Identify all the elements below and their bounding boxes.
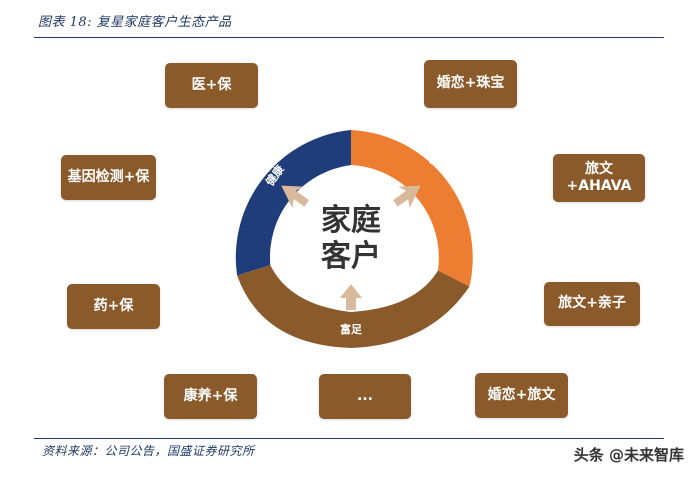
figure-title: 图表 18: 复星家庭客户生态产品 — [38, 15, 232, 30]
bottom-rule — [34, 438, 664, 439]
product-box-medicine-insurance: 药+保 — [67, 284, 160, 329]
watermark: 头条 @未来智库 — [573, 446, 684, 464]
top-rule — [34, 37, 664, 38]
ring-label-wealth: 富足 — [340, 322, 363, 336]
product-box-elderly-care-insurance: 康养+保 — [164, 374, 257, 419]
product-box-marriage-jewelry: 婚恋+珠宝 — [424, 60, 517, 108]
ring-segment-happy — [351, 130, 473, 287]
product-box-medical-insurance: 医+保 — [165, 63, 258, 108]
ring-segment-health — [235, 130, 351, 276]
product-box-more: ... — [319, 374, 411, 419]
product-box-travel-family: 旅文+亲子 — [544, 282, 640, 326]
product-box-travel-ahava: 旅文 +AHAVA — [553, 154, 645, 202]
product-box-marriage-travel: 婚恋+旅文 — [475, 373, 568, 418]
center-line-2: 客户 — [321, 239, 381, 274]
source-note: 资料来源：公司公告，国盛证券研究所 — [42, 444, 255, 458]
arrow-from-wealth — [340, 284, 362, 310]
arrow-from-health — [281, 185, 309, 209]
center-line-1: 家庭 — [321, 203, 381, 238]
product-box-gene-test-insurance: 基因检测+保 — [61, 155, 156, 200]
arrow-from-happy — [393, 185, 421, 209]
ring-segment-wealth — [237, 265, 470, 348]
